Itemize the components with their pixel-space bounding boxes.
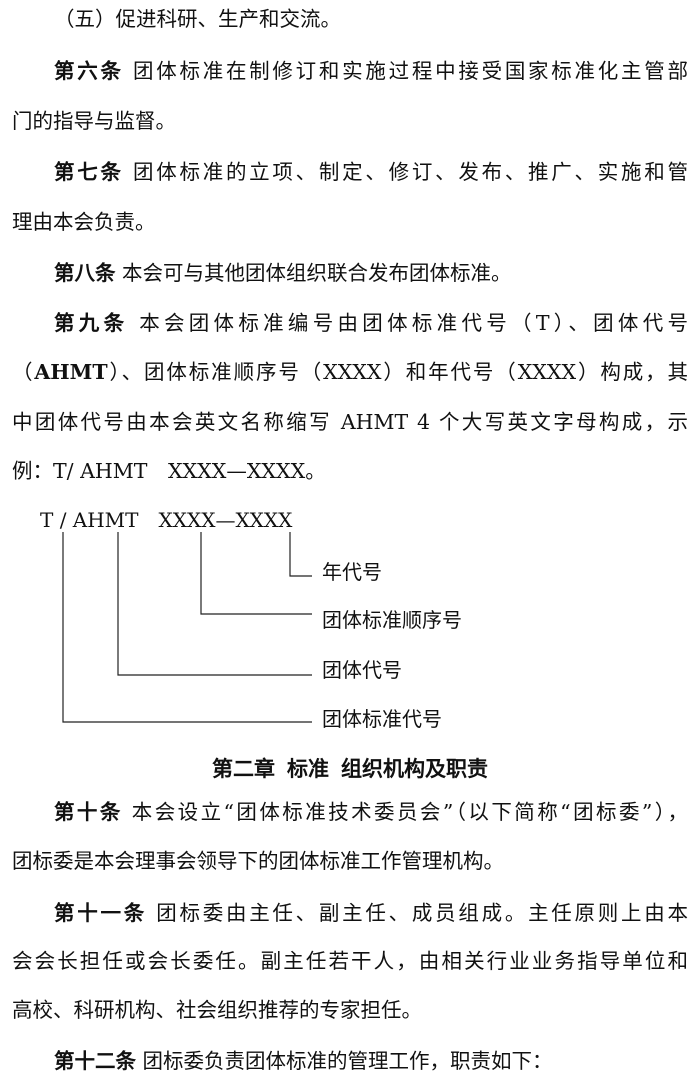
article-9-line-4: 例：T/ AHMT XXXX—XXXX。 bbox=[12, 459, 326, 483]
article-7-line-1: 第七条 团体标准的立项、制定、修订、发布、推广、实施和管 bbox=[54, 160, 688, 184]
article-9-line-2: （AHMT）、团体标准顺序号（XXXX）和年代号（XXXX）构成，其 bbox=[12, 360, 688, 384]
article-6-label: 第六条 bbox=[54, 59, 124, 83]
article-9-line-3: 中团体代号由本会英文名称缩写 AHMT 4 个大写英文字母构成，示 bbox=[12, 410, 688, 434]
diagram-code: T / AHMT XXXX—XXXX bbox=[40, 508, 293, 532]
text-line-item5: （五）促进科研、生产和交流。 bbox=[54, 7, 341, 31]
diagram-label-std-code: 团体标准代号 bbox=[322, 707, 442, 731]
article-10-label: 第十条 bbox=[54, 800, 123, 824]
article-8-label: 第八条 bbox=[54, 261, 116, 285]
connector-sequence bbox=[200, 532, 312, 615]
article-7-line-2: 理由本会负责。 bbox=[12, 210, 156, 234]
article-11-label: 第十一条 bbox=[54, 901, 147, 925]
article-9-line-1: 第九条 本会团体标准编号由团体标准代号（T）、团体代号 bbox=[54, 311, 688, 335]
article-10-line-1: 第十条 本会设立“团体标准技术委员会”（以下简称“团标委”）， bbox=[54, 800, 688, 824]
diagram-label-year: 年代号 bbox=[322, 560, 382, 584]
connector-org-code bbox=[117, 532, 312, 676]
chapter-heading: 第二章标准组织机构及职责 bbox=[212, 757, 488, 781]
article-6-line-2: 门的指导与监督。 bbox=[12, 109, 176, 133]
article-11-line-2: 会会长担任或会长委任。副主任若干人，由相关行业业务指导单位和 bbox=[12, 949, 688, 973]
article-11-line-3: 高校、科研机构、社会组织推荐的专家担任。 bbox=[12, 998, 422, 1022]
article-9-label: 第九条 bbox=[54, 311, 129, 335]
article-6-line-1: 第六条 团体标准在制修订和实施过程中接受国家标准化主管部 bbox=[54, 59, 688, 83]
article-10-line-2: 团标委是本会理事会领导下的团体标准工作管理机构。 bbox=[12, 849, 504, 873]
connector-std-code bbox=[62, 532, 312, 723]
connector-year bbox=[289, 532, 312, 577]
article-11-line-1: 第十一条 团标委由主任、副主任、成员组成。主任原则上由本 bbox=[54, 901, 689, 925]
article-8-line-1: 第八条 本会可与其他团体组织联合发布团体标准。 bbox=[54, 261, 512, 285]
article-12-label: 第十二条 bbox=[54, 1049, 136, 1073]
article-7-label: 第七条 bbox=[54, 160, 124, 184]
article-12-line-1: 第十二条 团标委负责团体标准的管理工作，职责如下： bbox=[54, 1049, 553, 1073]
diagram-label-org-code: 团体代号 bbox=[322, 658, 402, 682]
diagram-label-sequence: 团体标准顺序号 bbox=[322, 608, 462, 632]
